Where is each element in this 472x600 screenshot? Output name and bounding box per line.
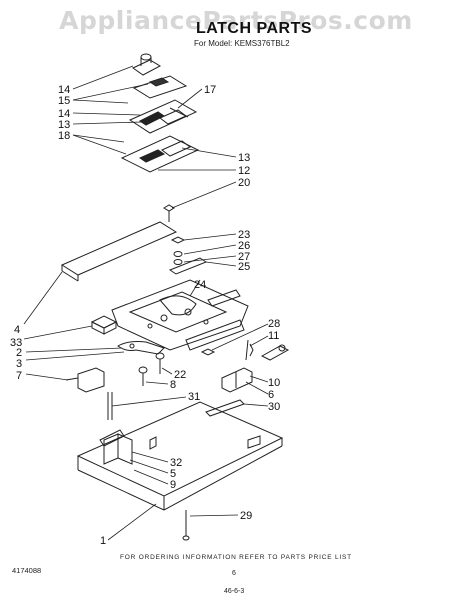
part-link-10 (221, 344, 290, 393)
callout-18: 18 (58, 130, 70, 142)
callout-2: 2 (16, 347, 22, 359)
part-lever-4 (60, 221, 178, 282)
document-code: 4174088 (12, 566, 42, 575)
callout-10: 10 (268, 377, 280, 389)
callout-24: 24 (194, 279, 206, 291)
callout-6: 6 (268, 389, 274, 401)
leader-lines (23, 65, 269, 541)
part-block-33 (90, 315, 118, 335)
callout-26: 26 (238, 240, 250, 252)
date-stamp: 46-6-3 (224, 588, 245, 595)
part-base-plate-1 (76, 401, 284, 511)
callout-15: 15 (58, 95, 70, 107)
callout-9: 9 (170, 479, 176, 491)
callout-20: 20 (238, 177, 250, 189)
callout-29: 29 (240, 510, 252, 522)
callout-14a: 14 (58, 84, 70, 96)
callout-23: 23 (238, 229, 250, 241)
callout-7: 7 (16, 370, 22, 382)
part-spring-28 (200, 339, 254, 361)
callout-31: 31 (188, 391, 200, 403)
callout-32: 32 (170, 457, 182, 469)
callout-33: 33 (10, 337, 22, 349)
callout-12: 12 (238, 165, 250, 177)
model-subtitle: For Model: KEMS376TBL2 (194, 39, 290, 48)
callout-14b: 14 (58, 108, 70, 120)
callout-17: 17 (204, 84, 216, 96)
callout-28: 28 (268, 318, 280, 330)
part-screw-20 (163, 204, 175, 222)
part-switch-18 (120, 135, 200, 173)
callout-13b: 13 (238, 152, 250, 164)
part-top-cap (132, 53, 162, 76)
callout-labels: 14 15 17 14 13 18 13 12 20 23 26 27 25 2… (10, 84, 280, 547)
part-bolt-29 (182, 510, 190, 541)
part-plate-15 (132, 75, 188, 99)
callout-1: 1 (100, 535, 106, 547)
page-number: 6 (232, 570, 236, 577)
callout-5: 5 (170, 468, 176, 480)
callout-13a: 13 (58, 119, 70, 131)
part-solenoid-7 (65, 367, 113, 420)
diagram-title: LATCH PARTS (196, 20, 313, 37)
callout-11: 11 (268, 330, 279, 342)
callout-27: 27 (238, 251, 250, 263)
watermark: AppliancePartsPros.com (59, 6, 413, 35)
part-switch-17 (128, 99, 198, 134)
part-bracket-2 (117, 341, 165, 355)
part-screws-22-8 (138, 352, 165, 386)
ordering-footer: FOR ORDERING INFORMATION REFER TO PARTS … (120, 554, 352, 561)
callout-4: 4 (14, 324, 20, 336)
callout-30: 30 (268, 401, 280, 413)
callout-3: 3 (16, 358, 22, 370)
callout-8: 8 (170, 379, 176, 391)
part-rod-30 (205, 399, 245, 417)
part-spacers (168, 236, 208, 275)
part-latch-plate (111, 279, 249, 351)
callout-22: 22 (174, 369, 186, 381)
callout-25: 25 (238, 261, 250, 273)
part-clip-5 (103, 433, 157, 465)
